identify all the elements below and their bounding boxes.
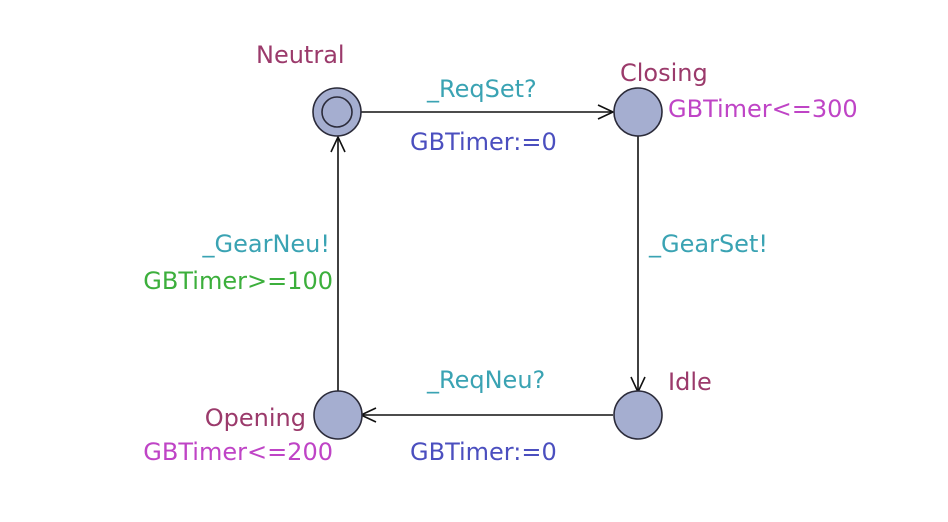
location-closing-invariant: GBTimer<=300 xyxy=(668,95,858,123)
location-opening[interactable] xyxy=(313,390,363,440)
arrowhead-icon xyxy=(597,104,615,120)
edge-opening-to-neutral-sync: _GearNeu! xyxy=(202,230,331,258)
edge-closing-to-idle-sync: _GearSet! xyxy=(648,230,768,258)
location-closing[interactable] xyxy=(613,87,663,137)
edge-opening-to-neutral-guard: GBTimer>=100 xyxy=(143,267,333,295)
location-opening-invariant: GBTimer<=200 xyxy=(143,438,333,466)
edge-idle-to-opening-sync: _ReqNeu? xyxy=(426,366,545,394)
location-neutral-name: Neutral xyxy=(256,41,345,69)
location-idle-name: Idle xyxy=(668,368,712,396)
edge-neutral-to-closing-update: GBTimer:=0 xyxy=(410,128,557,156)
edge-idle-to-opening-update: GBTimer:=0 xyxy=(410,438,557,466)
location-neutral[interactable] xyxy=(312,87,362,137)
edge-closing-to-idle[interactable] xyxy=(630,136,646,394)
location-closing-name: Closing xyxy=(620,59,708,87)
arrowhead-icon xyxy=(330,135,346,153)
edge-neutral-to-closing[interactable] xyxy=(361,104,615,120)
edge-idle-to-opening[interactable] xyxy=(359,407,613,423)
edge-neutral-to-closing-sync: _ReqSet? xyxy=(426,75,537,103)
location-idle[interactable] xyxy=(613,390,663,440)
initial-location-marker-icon xyxy=(321,96,353,128)
location-opening-name: Opening xyxy=(205,404,306,432)
edge-opening-to-neutral[interactable] xyxy=(330,135,346,392)
